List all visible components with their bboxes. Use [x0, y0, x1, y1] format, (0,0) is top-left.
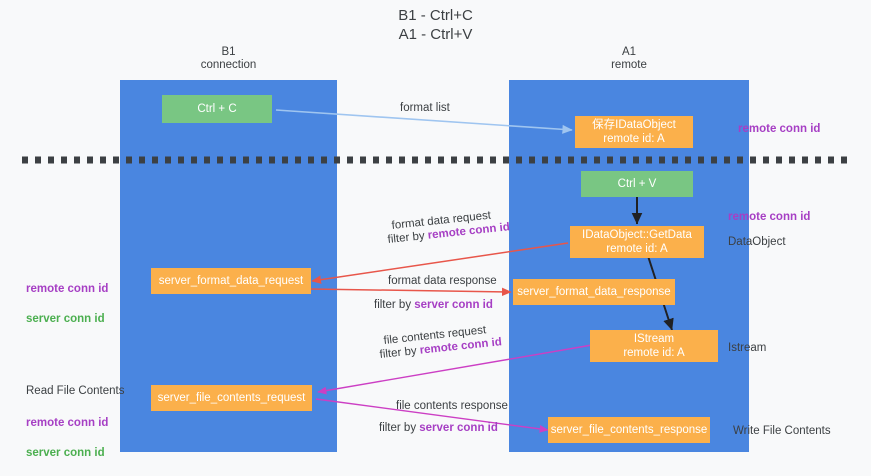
node-ctrl-c[interactable]: Ctrl + C: [162, 95, 272, 123]
edge-label-format-data-response-filter: filter by server conn id: [374, 298, 493, 313]
node-server-file-contents-request[interactable]: server_file_contents_request: [151, 385, 312, 411]
annotation-read-file-contents: Read File Contents: [26, 385, 125, 397]
annotation-dataobject: DataObject: [728, 236, 786, 248]
node-server-format-data-request[interactable]: server_format_data_request: [151, 268, 311, 294]
node-server-format-data-response[interactable]: server_format_data_response: [513, 279, 675, 305]
filter-prefix-3: filter by: [379, 344, 421, 361]
annotation-remote-conn-id-mid: remote conn id: [728, 211, 811, 223]
annotation-server-conn-id-left: server conn id: [26, 313, 105, 325]
filter-prefix-1: filter by: [387, 229, 429, 246]
column-header-b1: B1 connection: [200, 46, 257, 71]
annotation-remote-conn-id-top: remote conn id: [738, 123, 821, 135]
column-header-a1: A1 remote: [611, 46, 647, 71]
annotation-remote-conn-id-left-2: remote conn id: [26, 417, 109, 429]
edge-label-file-contents-response: file contents response: [396, 400, 508, 412]
page-title: B1 - Ctrl+C A1 - Ctrl+V: [398, 7, 473, 43]
filter-value-4: server conn id: [419, 422, 498, 434]
filter-prefix-2: filter by: [374, 299, 415, 311]
filter-value-2: server conn id: [414, 299, 493, 311]
annotation-server-conn-id-left-2: server conn id: [26, 447, 105, 459]
annotation-istream: Istream: [728, 342, 767, 354]
edge-label-file-contents-response-filter: filter by server conn id: [379, 421, 498, 436]
node-server-file-contents-response[interactable]: server_file_contents_response: [548, 417, 710, 443]
annotation-conn-ids-format: remote conn id server conn id: [26, 267, 108, 342]
annotation-remote-conn-id-left: remote conn id: [26, 283, 109, 295]
node-save-idataobject[interactable]: 保存IDataObject remote id: A: [575, 116, 693, 148]
annotation-write-file-contents: Write File Contents: [733, 425, 831, 437]
connector-format-data-response: [309, 287, 512, 297]
edge-label-format-list: format list: [400, 102, 450, 114]
annotation-conn-ids-file: remote conn id server conn id: [26, 401, 108, 476]
node-ctrl-v[interactable]: Ctrl + V: [581, 171, 693, 197]
node-idataobject-getdata[interactable]: IDataObject::GetData remote id: A: [570, 226, 704, 258]
node-istream[interactable]: IStream remote id: A: [590, 330, 718, 362]
edge-label-format-data-response: format data response: [388, 275, 497, 287]
filter-prefix-4: filter by: [379, 422, 420, 434]
